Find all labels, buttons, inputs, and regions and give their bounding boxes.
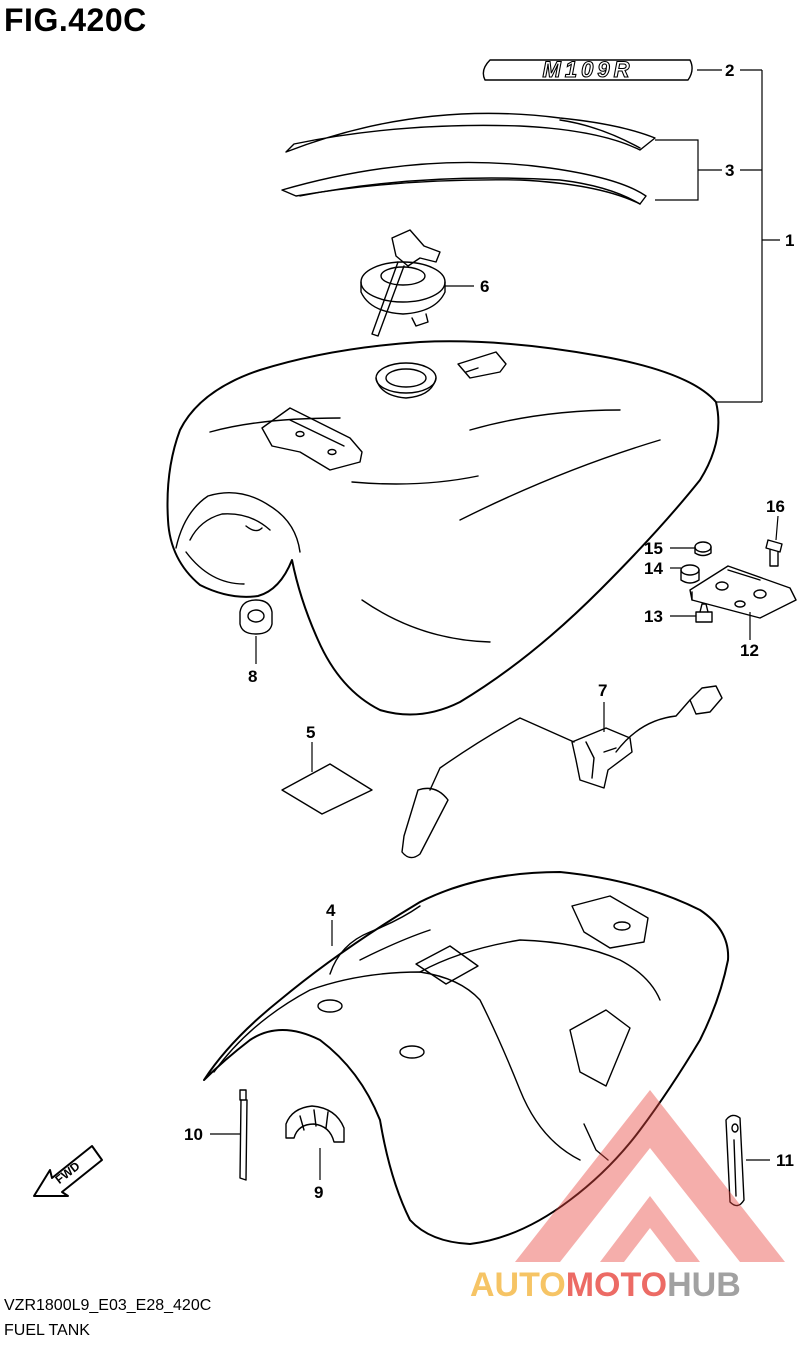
- part-12-bracket[interactable]: [689, 565, 797, 619]
- watermark-hub: HUB: [667, 1266, 741, 1304]
- part-8-cushion[interactable]: [239, 599, 273, 635]
- part-1-fuel-tank[interactable]: [166, 340, 720, 716]
- callout-numbers: 1 2 3 4 5 6 7 8 9 10 11 12 13 14 15 16: [184, 61, 794, 1202]
- callout-11: 11: [776, 1151, 794, 1170]
- callout-8: 8: [248, 667, 257, 686]
- callout-2: 2: [725, 61, 734, 80]
- emblem-text: M109R: [543, 57, 634, 82]
- part-11-band[interactable]: [725, 1114, 745, 1207]
- callout-1: 1: [785, 231, 794, 250]
- watermark-moto: MOTO: [566, 1266, 667, 1304]
- section-name: FUEL TANK: [4, 1322, 90, 1339]
- callout-3: 3: [725, 161, 734, 180]
- callout-12: 12: [740, 641, 759, 660]
- figure-title: FIG.420C: [4, 2, 147, 38]
- callout-16: 16: [766, 497, 785, 516]
- part-10-cable-tie[interactable]: [239, 1089, 248, 1181]
- part-9-clamp[interactable]: [285, 1105, 345, 1143]
- callout-7: 7: [598, 681, 607, 700]
- callout-10: 10: [184, 1125, 203, 1144]
- callout-4: 4: [326, 901, 336, 920]
- watermark-auto: AUTO: [470, 1266, 566, 1304]
- part-7-fuel-gauge[interactable]: [401, 685, 723, 859]
- callout-9: 9: [314, 1183, 323, 1202]
- watermark-logo: AUTOMOTOHUB: [470, 1090, 785, 1304]
- callout-13: 13: [644, 607, 663, 626]
- callout-14: 14: [644, 559, 663, 578]
- part-3-stripes[interactable]: [281, 112, 656, 205]
- callout-6: 6: [480, 277, 489, 296]
- fwd-label: FWD: [52, 1159, 82, 1187]
- svg-text:AUTOMOTOHUB: AUTOMOTOHUB: [470, 1266, 741, 1304]
- watermark-triangle: [515, 1090, 785, 1262]
- forward-direction-arrow: FWD: [33, 1145, 103, 1197]
- leader-lines: [210, 69, 780, 1180]
- part-4-heat-shield[interactable]: [203, 871, 730, 1245]
- model-code: VZR1800L9_E03_E28_420C: [4, 1297, 212, 1314]
- part-15-collar[interactable]: [694, 541, 712, 557]
- part-13-bolt[interactable]: [695, 603, 713, 623]
- part-6-fuel-cap[interactable]: [360, 229, 446, 337]
- callout-5: 5: [306, 723, 315, 742]
- part-14-grommet[interactable]: [680, 564, 700, 584]
- part-2-emblem[interactable]: M109R: [482, 56, 693, 83]
- callout-15: 15: [644, 539, 663, 558]
- part-16-bolt[interactable]: [765, 539, 783, 567]
- part-5-label[interactable]: [281, 763, 373, 815]
